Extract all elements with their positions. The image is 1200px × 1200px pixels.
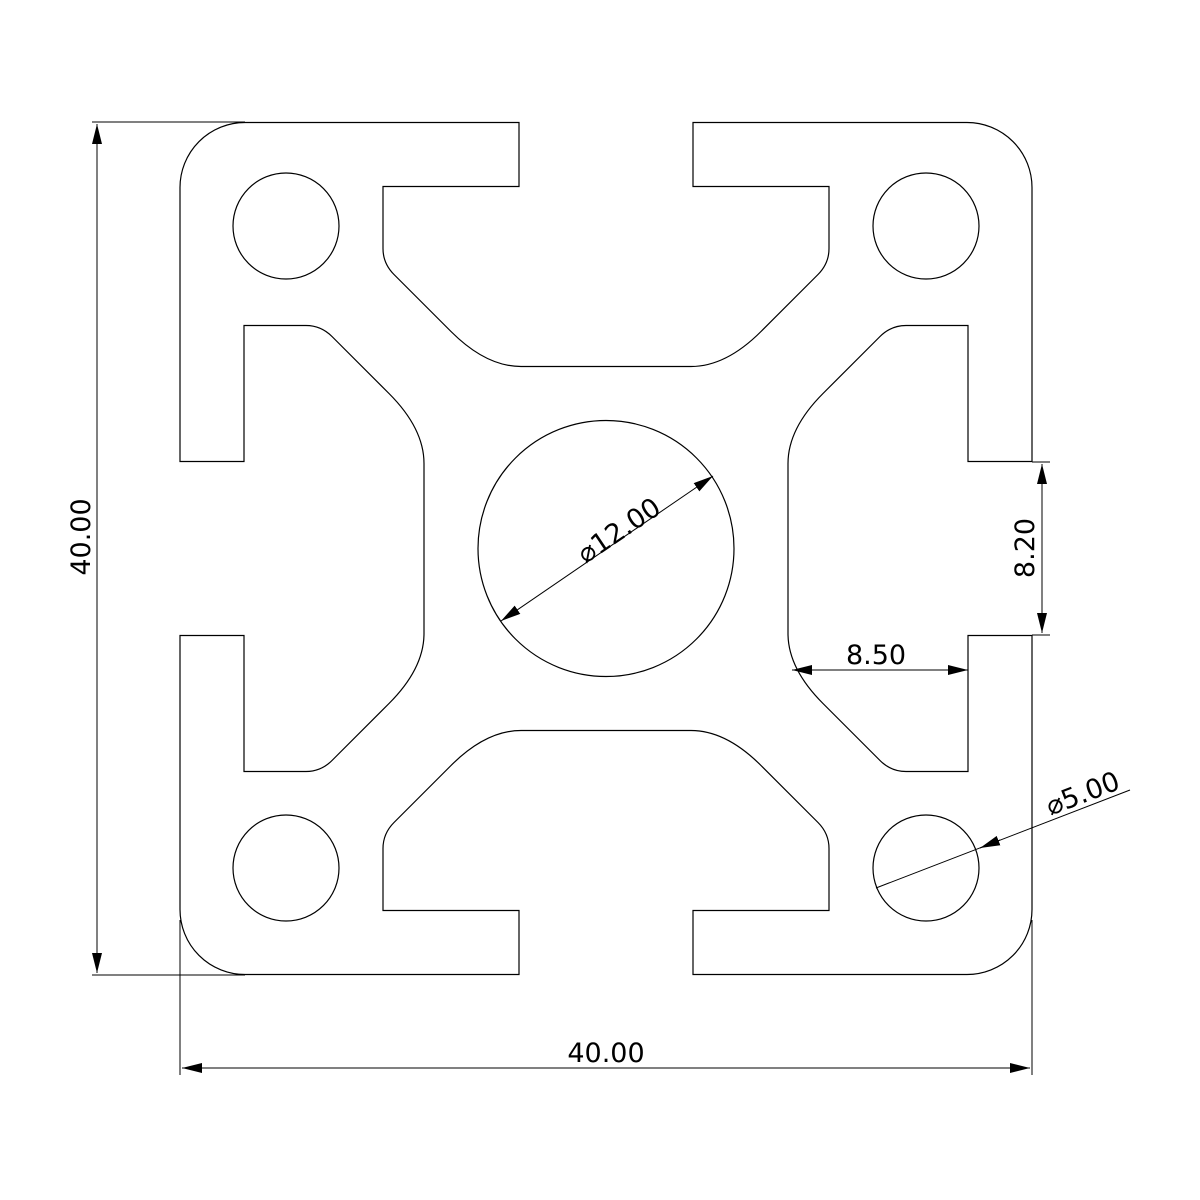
dimension-slot-depth: 8.50 <box>792 640 968 675</box>
svg-text:⌀5.00: ⌀5.00 <box>1042 766 1124 822</box>
width-label: 40.00 <box>567 1038 644 1069</box>
corner-hole <box>872 814 980 922</box>
corner-hole <box>232 172 340 280</box>
dimension-height: 40.00 <box>66 121 245 976</box>
corner-hole-label: 5.00 <box>1057 766 1124 816</box>
corner-hole <box>232 814 340 922</box>
slot-opening-label: 8.20 <box>1010 518 1041 578</box>
slot-depth-label: 8.50 <box>846 640 906 671</box>
height-label: 40.00 <box>66 498 97 575</box>
dimension-slot-opening: 8.20 <box>1010 461 1050 636</box>
corner-hole <box>872 172 980 280</box>
dimension-width: 40.00 <box>179 920 1033 1075</box>
